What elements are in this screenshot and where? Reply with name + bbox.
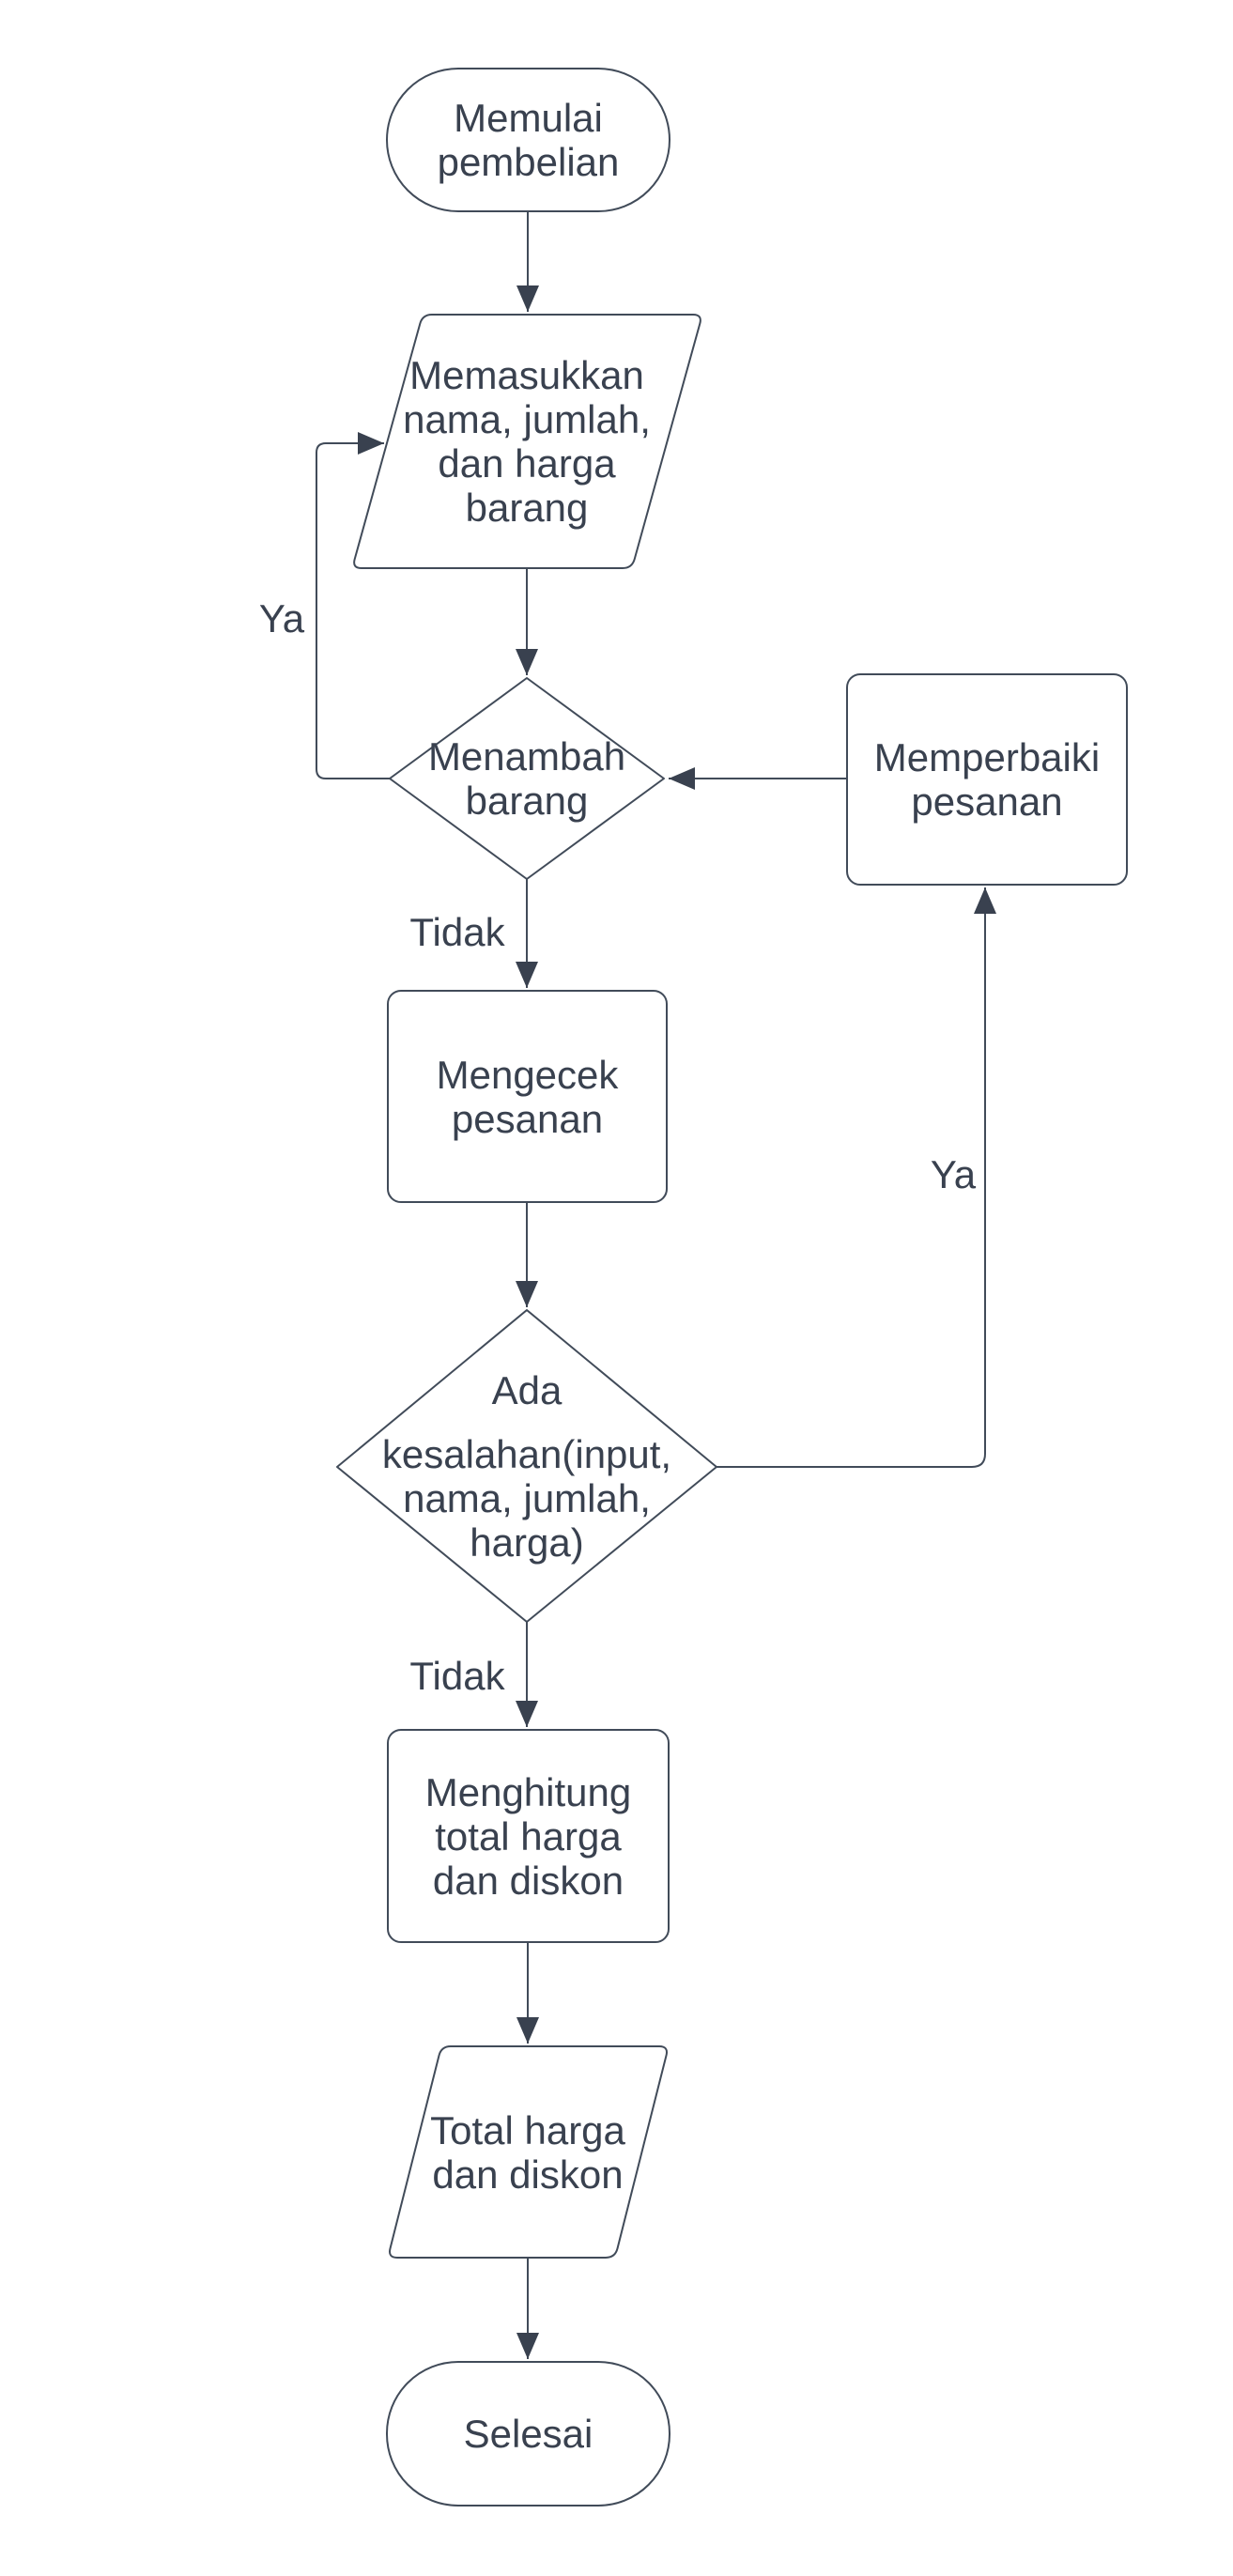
decision-error-diamond-shape: [336, 1309, 717, 1623]
start-terminator-shape: [386, 68, 670, 212]
end-terminator-shape: [386, 2361, 670, 2507]
input-parallelogram-shape: [353, 314, 701, 569]
decision-add-diamond-shape: [389, 677, 665, 880]
edge-add-yes-loop: [316, 432, 390, 779]
edge-error-yes-to-fix: [717, 887, 996, 1468]
compute-total-process-shape: [387, 1729, 670, 1943]
check-order-process-shape: [387, 990, 668, 1203]
fix-order-process-shape: [846, 673, 1128, 886]
output-parallelogram-shape: [389, 2045, 668, 2259]
